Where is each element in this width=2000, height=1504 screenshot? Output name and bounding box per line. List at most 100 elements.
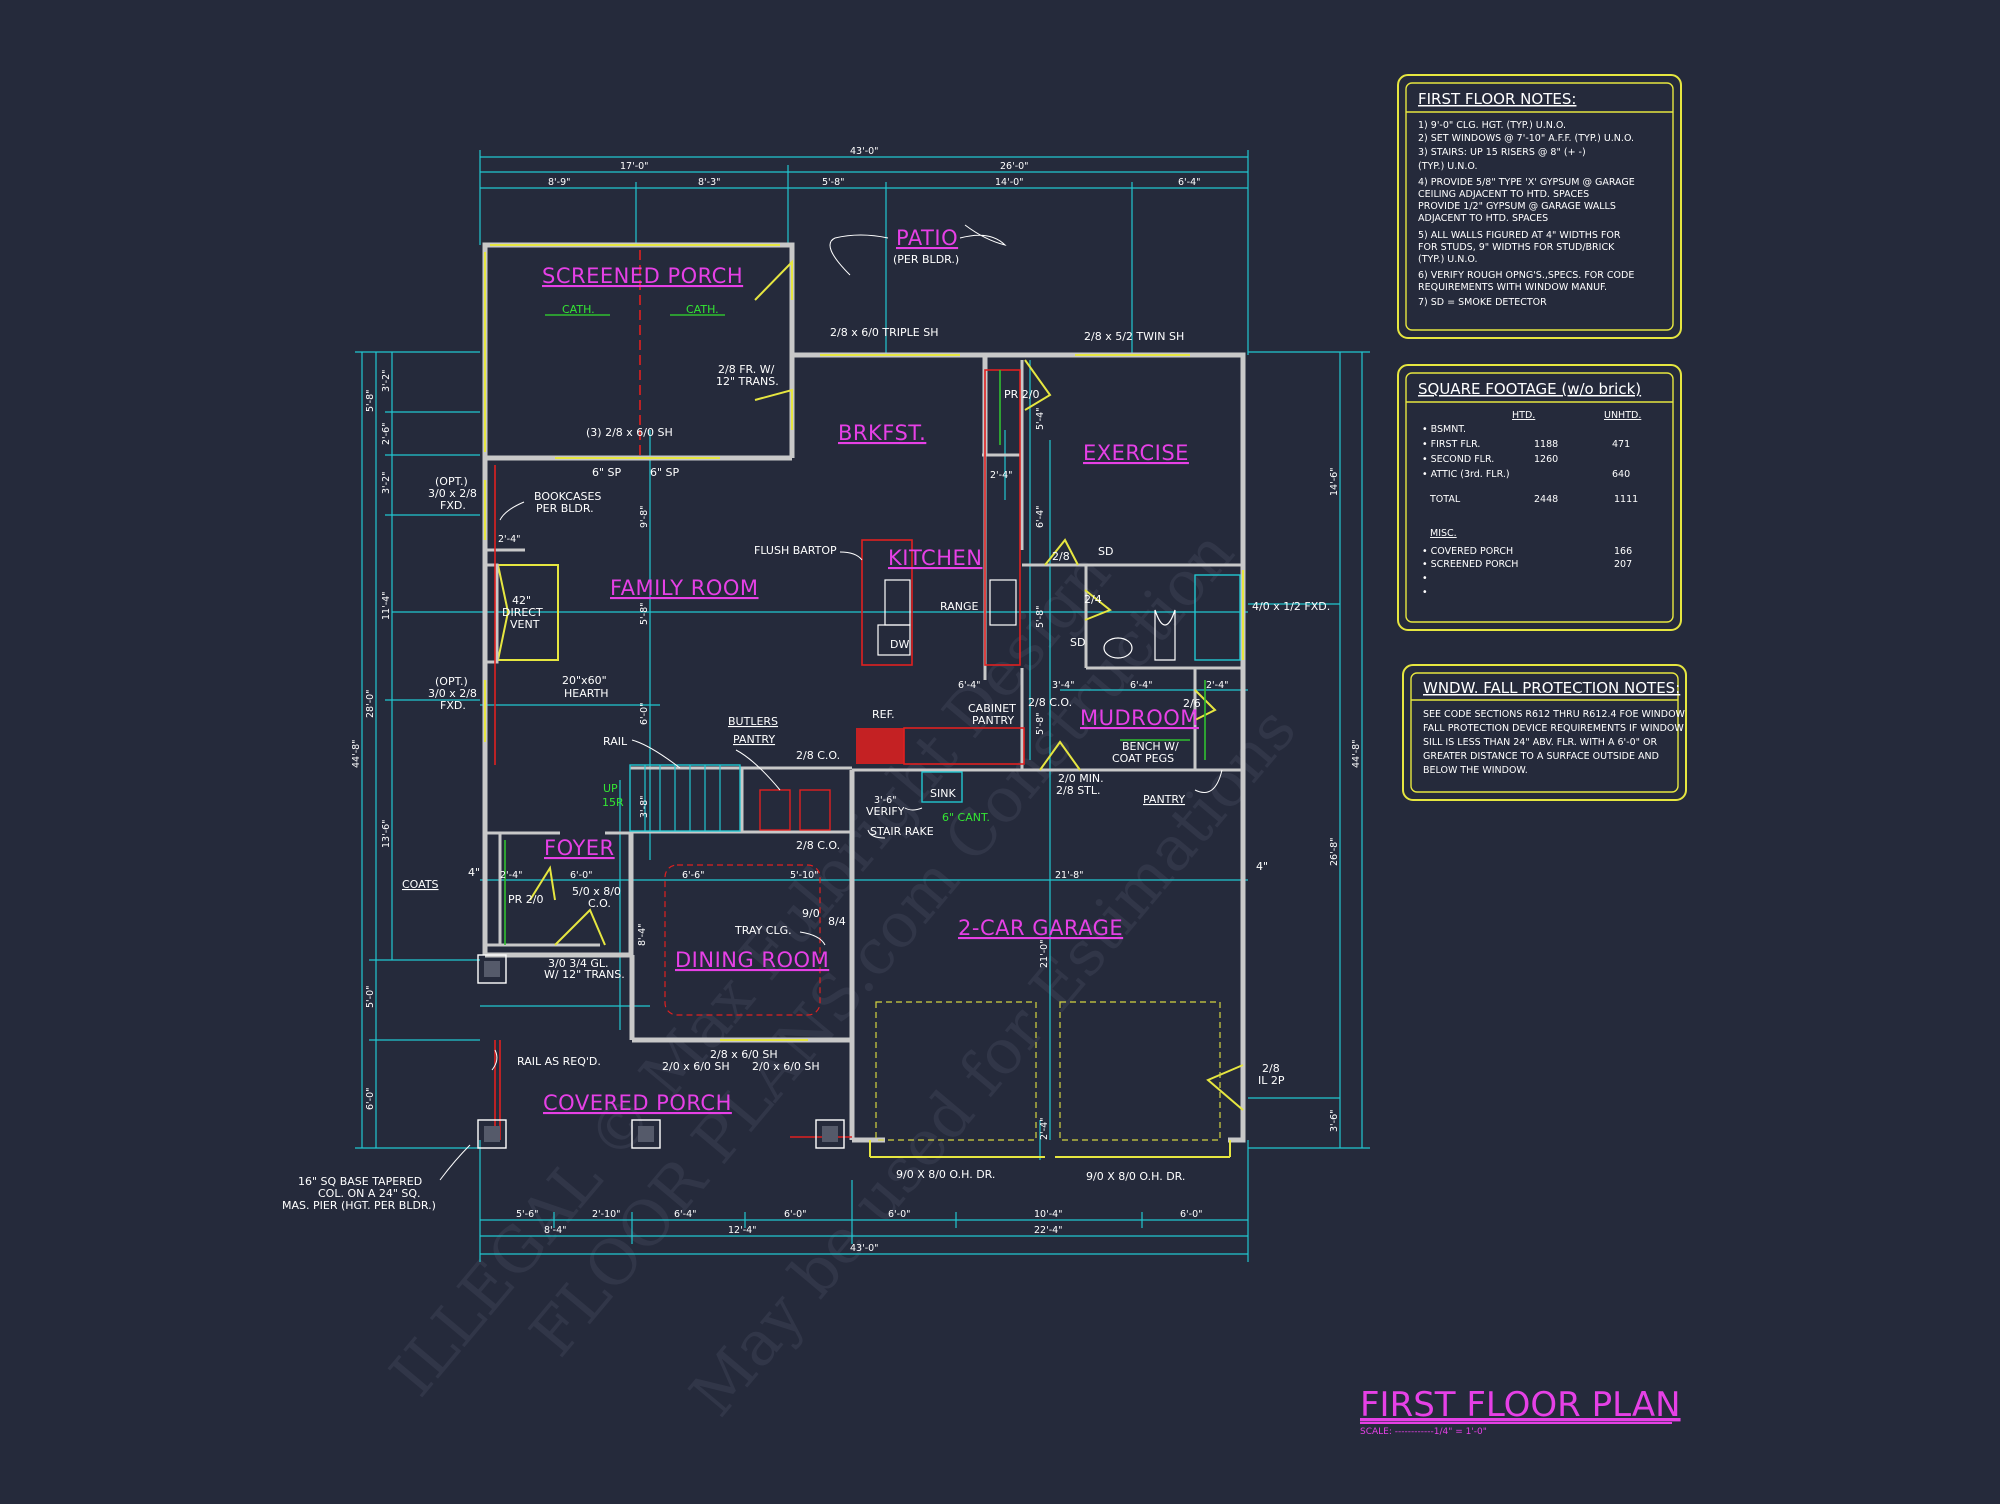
- dim-int-2: 9'-8": [639, 506, 650, 529]
- label-cabinet-pantry-2: PANTRY: [972, 714, 1014, 727]
- dim-int-6: 2'-4": [990, 470, 1013, 481]
- label-sh-2-0-a: 2/0 x 6/0 SH: [662, 1060, 730, 1073]
- label-opt-1a: (OPT.): [435, 475, 468, 488]
- label-stair-rake: STAIR RAKE: [870, 825, 934, 838]
- label-rail-req: RAIL AS REQ'D.: [517, 1055, 601, 1068]
- label-min-stl-1: 2/0 MIN.: [1058, 772, 1104, 785]
- sqft-misc-blank-1: •: [1422, 573, 1428, 584]
- label-door-2-6: 2/6: [1183, 697, 1201, 710]
- note-line-7: PROVIDE 1/2" GYPSUM @ GARAGE WALLS: [1418, 201, 1616, 212]
- dim-top-c2: 8'-3": [698, 177, 721, 188]
- room-labels: SCREENED PORCH PATIO (PER BLDR.) BRKFST.…: [402, 226, 1199, 1115]
- dim-int-1: 2'-4": [498, 534, 521, 545]
- label-vent-3: VENT: [510, 618, 540, 631]
- label-pr-2-0-bot: PR 2/0: [508, 893, 543, 906]
- dim-int-23: 2'-4": [1039, 1118, 1050, 1141]
- label-triple-sh: 2/8 x 6/0 TRIPLE SH: [830, 326, 938, 339]
- dim-top-c5: 6'-4": [1178, 177, 1201, 188]
- label-vent-2: DIRECT: [502, 606, 543, 619]
- label-il-2p-2: IL 2P: [1258, 1074, 1285, 1087]
- label-min-stl-2: 2/8 STL.: [1056, 784, 1101, 797]
- label-sink: SINK: [930, 787, 956, 800]
- dim-int-19: 2'-4": [500, 870, 523, 881]
- dim-int-18: 21'-8": [1055, 870, 1084, 881]
- room-pantry: PANTRY: [1143, 793, 1185, 806]
- label-bookcases-2: PER BLDR.: [536, 502, 594, 515]
- note-line-11: (TYP.) U.N.O.: [1418, 254, 1478, 265]
- watermark: ILLEGAL © Max Fulbright Design FLOOR PLA…: [376, 517, 1311, 1430]
- sqft-attic-unhtd: 640: [1612, 469, 1630, 480]
- label-il-2p-1: 2/8: [1262, 1062, 1280, 1075]
- dim-top-b: 26'-0": [1000, 161, 1029, 172]
- note-line-2: 2) SET WINDOWS @ 7'-10" A.F.F. (TYP.) U.…: [1418, 133, 1634, 144]
- note-line-8: ADJACENT TO HTD. SPACES: [1418, 213, 1548, 224]
- first-floor-notes-heading: FIRST FLOOR NOTES:: [1418, 90, 1576, 108]
- room-mudroom: MUDROOM: [1080, 706, 1199, 730]
- label-four-in-b: 4": [1256, 860, 1268, 873]
- dim-left-g: 13'-6": [381, 819, 392, 848]
- dim-bot-r1d: 6'-0": [784, 1209, 807, 1220]
- dim-int-21: 21'-0": [1039, 939, 1050, 968]
- label-cath-2: CATH.: [686, 303, 719, 316]
- sqft-row-total: TOTAL: [1429, 494, 1461, 505]
- sqft-heading: SQUARE FOOTAGE (w/o brick): [1418, 380, 1641, 398]
- dim-left-c: 3'-2": [381, 370, 392, 393]
- label-sp-2: 6" SP: [650, 466, 680, 479]
- note-line-1: 1) 9'-0" CLG. HGT. (TYP.) U.N.O.: [1418, 120, 1566, 131]
- label-bench-2: COAT PEGS: [1112, 752, 1174, 765]
- dim-left-f: 11'-4": [381, 591, 392, 620]
- label-col-3: MAS. PIER (HGT. PER BLDR.): [282, 1199, 436, 1212]
- label-three-sh: (3) 2/8 x 6/0 SH: [586, 426, 673, 439]
- label-opt-2b: 3/0 x 2/8: [428, 687, 477, 700]
- dim-right-a: 14'-6": [1329, 467, 1340, 496]
- dim-bot-r1b: 2'-10": [592, 1209, 621, 1220]
- label-opt-2a: (OPT.): [435, 675, 468, 688]
- label-flush-bartop: FLUSH BARTOP: [754, 544, 837, 557]
- sqft-first-unhtd: 471: [1612, 439, 1630, 450]
- label-vent-1: 42": [512, 594, 531, 607]
- label-dw: DW: [890, 638, 909, 651]
- plan-title: FIRST FLOOR PLAN: [1360, 1385, 1681, 1425]
- sqft-misc-screened-val: 207: [1614, 559, 1632, 570]
- label-co-5-0-1: 5/0 x 8/0: [572, 885, 621, 898]
- label-cath-1: CATH.: [562, 303, 595, 316]
- label-rail: RAIL: [603, 735, 628, 748]
- label-door-2-8: 2/8: [1052, 550, 1070, 563]
- room-family-room: FAMILY ROOM: [610, 576, 759, 600]
- note-line-5: 4) PROVIDE 5/8" TYPE 'X' GYPSUM @ GARAGE: [1418, 177, 1635, 188]
- fixtures-accents: [477, 250, 1241, 1149]
- label-up: UP: [603, 782, 618, 795]
- fall-line-3: SILL IS LESS THAN 24" ABV. FLR. WITH A 6…: [1423, 737, 1657, 748]
- dim-top-c3: 5'-8": [822, 177, 845, 188]
- dim-bot-r1a: 5'-6": [516, 1209, 539, 1220]
- sqft-misc-heading: MISC.: [1430, 528, 1457, 539]
- label-col-2: COL. ON A 24" SQ.: [318, 1187, 421, 1200]
- fall-line-1: SEE CODE SECTIONS R612 THRU R612.4 FOE W…: [1423, 709, 1686, 720]
- label-9-0: 9/0: [802, 907, 820, 920]
- dim-int-12: 6'-4": [1130, 680, 1153, 691]
- label-oh-dr-2: 9/0 X 8/0 O.H. DR.: [1086, 1170, 1185, 1183]
- note-line-4: (TYP.) U.N.O.: [1418, 161, 1478, 172]
- label-pr-2-0-top: PR 2/0: [1004, 388, 1039, 401]
- label-co-2-8-b: 2/8 C.O.: [796, 749, 840, 762]
- dim-left-overall: 44'-8": [351, 739, 362, 768]
- dim-int-17: 5'-10": [790, 870, 819, 881]
- sqft-row-attic: • ATTIC (3rd. FLR.): [1422, 469, 1510, 480]
- dim-right-b: 26'-8": [1329, 837, 1340, 866]
- dim-int-15: 6'-0": [570, 870, 593, 881]
- dim-left-e: 3'-2": [381, 472, 392, 495]
- dimension-lines: [355, 150, 1370, 1262]
- fall-line-2: FALL PROTECTION DEVICE REQUIREMENTS IF W…: [1423, 723, 1684, 734]
- sqft-misc-covered-val: 166: [1614, 546, 1632, 557]
- label-four-in-a: 4": [468, 866, 480, 879]
- label-co-2-8-a: 2/8 C.O.: [1028, 696, 1072, 709]
- label-sh-2-8: 2/8 x 6/0 SH: [710, 1048, 778, 1061]
- dim-bot-r2a: 8'-4": [544, 1225, 567, 1236]
- label-hearth-1: 20"x60": [562, 674, 607, 687]
- sqft-col-htd: HTD.: [1512, 410, 1535, 421]
- label-col-1: 16" SQ BASE TAPERED: [298, 1175, 422, 1188]
- room-brkfst: BRKFST.: [838, 421, 926, 445]
- fall-line-5: BELOW THE WINDOW.: [1423, 765, 1528, 776]
- label-ref: REF.: [872, 708, 895, 721]
- plan-scale: SCALE: ------------1/4" = 1'-0": [1360, 1427, 1487, 1437]
